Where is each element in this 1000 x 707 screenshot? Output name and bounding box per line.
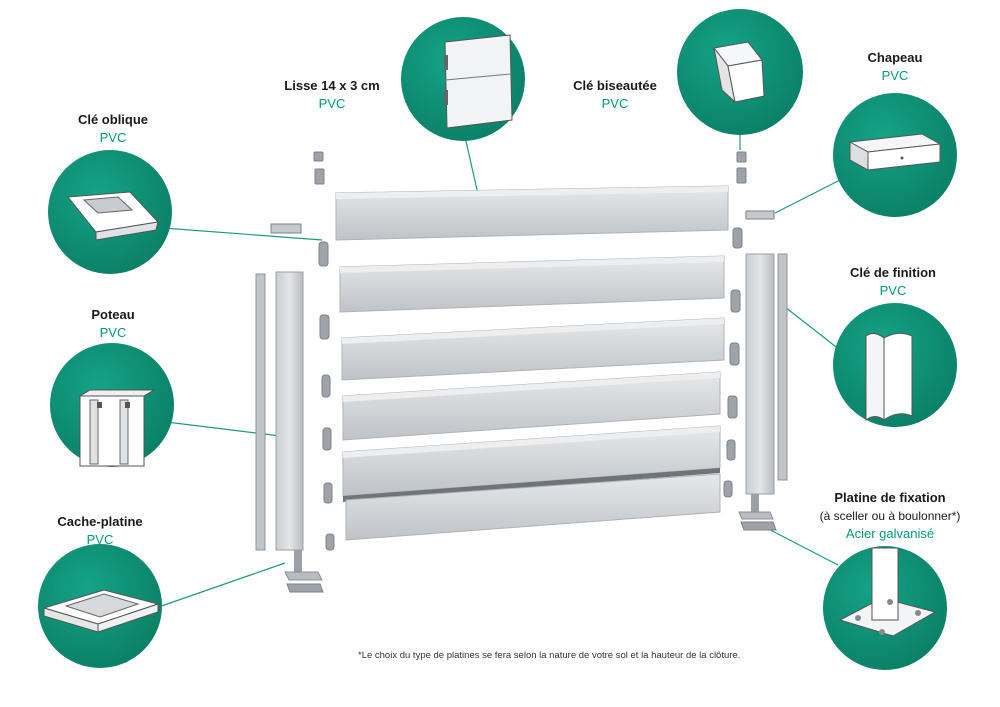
oblique-key <box>323 482 333 504</box>
label-material: PVC <box>99 325 127 340</box>
detail-circle-cle-biseautee <box>677 9 803 135</box>
oblique-key <box>322 427 332 451</box>
bevel-key-left <box>313 151 324 162</box>
callout-line-cle-oblique <box>149 226 323 241</box>
oblique-key <box>321 374 331 398</box>
label-material: PVC <box>881 68 909 83</box>
callout-lines <box>149 127 841 611</box>
post-cap-left <box>270 223 302 234</box>
label-chapeau: Chapeau PVC <box>840 49 950 85</box>
label-material: PVC <box>99 130 127 145</box>
detail-circle-cle-oblique <box>48 150 172 274</box>
label-cache-platine: Cache-platine PVC <box>45 513 155 549</box>
post-section-icon <box>78 389 156 467</box>
fence-board <box>341 317 725 381</box>
callout-line-cache-platine <box>149 562 286 611</box>
fence-boards <box>335 185 729 541</box>
label-material: PVC <box>318 96 346 111</box>
base-plate-icon <box>838 547 937 637</box>
label-note: (à sceller ou à boulonner*) <box>819 509 961 523</box>
oblique-key <box>723 480 733 498</box>
oblique-key <box>729 342 740 366</box>
post-cap-icon <box>848 133 942 171</box>
oblique-key <box>318 241 329 267</box>
fence-board <box>342 371 721 441</box>
oblique-key-icon <box>67 191 160 241</box>
keys-right <box>723 151 775 498</box>
oblique-key <box>732 227 743 249</box>
post-stem-left <box>294 550 302 572</box>
label-cle-biseautee: Clé biseautée PVC <box>560 77 670 113</box>
base-plate-right <box>740 521 777 531</box>
oblique-key <box>325 533 335 551</box>
finishing-key-right <box>777 253 788 481</box>
label-title: Clé biseautée <box>573 78 657 93</box>
label-poteau: Poteau PVC <box>58 306 168 342</box>
fence-board-top <box>342 318 724 344</box>
base-cover-icon <box>42 589 160 633</box>
label-cle-finition: Clé de finition PVC <box>828 264 958 300</box>
post-cap-right <box>745 210 775 220</box>
footnote: *Le choix du type de platines se fera se… <box>358 650 741 661</box>
board-section-icon <box>444 34 513 129</box>
label-lisse: Lisse 14 x 3 cm PVC <box>272 77 392 113</box>
finishing-key-left <box>255 273 266 551</box>
callout-line-poteau <box>149 419 298 439</box>
label-title: Clé oblique <box>77 112 149 127</box>
keys-left <box>270 151 335 551</box>
fence-board-top <box>336 186 728 199</box>
callout-line-cle-finition <box>784 306 841 351</box>
base-plate-left <box>286 583 324 593</box>
label-title: Cache-platine <box>57 514 143 529</box>
detail-circle-cache-platine <box>38 544 162 668</box>
label-cle-oblique: Clé oblique PVC <box>58 111 168 147</box>
oblique-key <box>727 395 738 419</box>
detail-circle-cle-finition <box>833 303 957 427</box>
post-body-left <box>275 271 304 551</box>
detail-circle-chapeau <box>833 93 957 217</box>
post-right <box>738 253 788 531</box>
post-body-right <box>745 253 775 495</box>
fence-board <box>345 473 721 541</box>
oblique-key <box>730 289 741 313</box>
label-material: PVC <box>601 96 629 111</box>
label-title: Poteau <box>91 307 135 322</box>
post-left <box>255 271 324 593</box>
fence-board <box>335 185 729 241</box>
label-material: Acier galvanisé <box>845 526 935 541</box>
detail-circle-lisse <box>401 17 525 141</box>
label-title: Chapeau <box>867 50 923 65</box>
finishing-key-icon <box>865 332 913 422</box>
label-title: Clé de finition <box>850 265 936 280</box>
detail-circle-poteau <box>50 343 174 467</box>
bevel-key-left <box>314 168 325 185</box>
callout-line-chapeau <box>774 179 841 214</box>
label-material: PVC <box>86 532 114 547</box>
fence-board-top <box>343 372 720 402</box>
detail-circle-platine <box>823 546 947 670</box>
bevel-key-right <box>736 167 747 184</box>
label-material: PVC <box>879 283 907 298</box>
oblique-key <box>726 439 736 461</box>
label-platine: Platine de fixation (à sceller ou à boul… <box>790 489 990 543</box>
fence-board-top <box>343 426 720 458</box>
base-cover-right <box>738 511 774 520</box>
label-title: Lisse 14 x 3 cm <box>284 78 380 93</box>
bevel-key-right <box>736 151 747 163</box>
label-title: Platine de fixation <box>834 490 946 505</box>
oblique-key <box>319 314 330 340</box>
fence-board-top <box>340 256 724 273</box>
bevel-key-icon <box>713 41 765 104</box>
base-cover-left <box>284 571 323 581</box>
post-stem-right <box>751 494 759 512</box>
